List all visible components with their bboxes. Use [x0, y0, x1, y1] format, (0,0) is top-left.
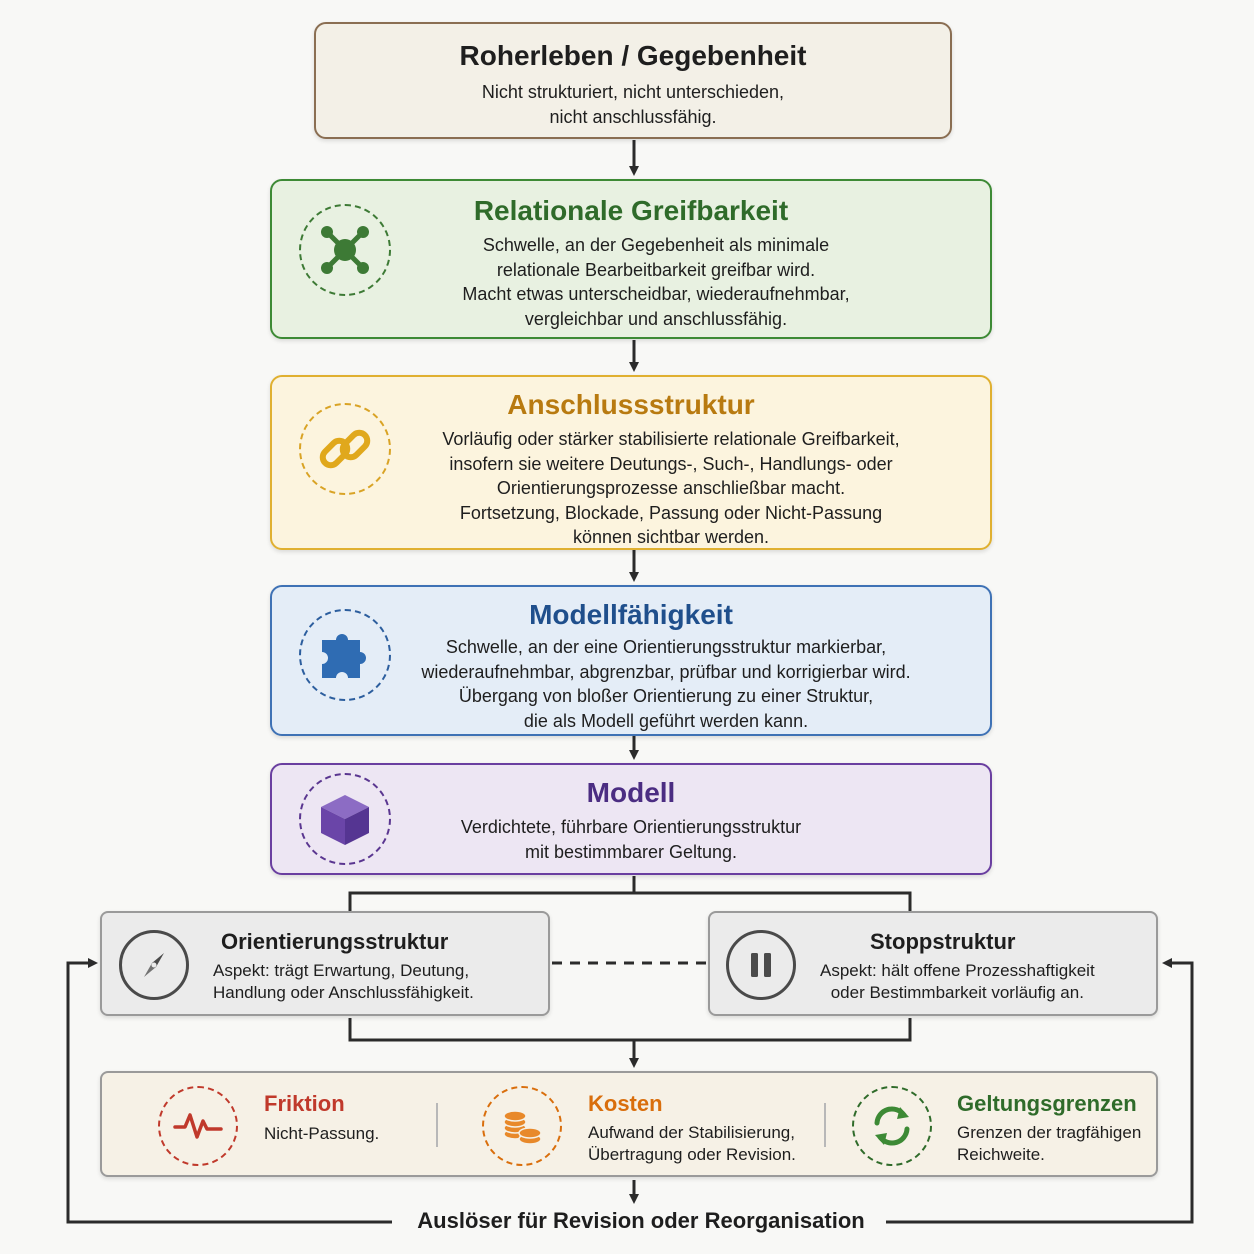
stop-line: Aspekt: hält offene Prozesshaftigkeit: [820, 961, 1095, 980]
model-text: Verdichtete, führbare Orientierungsstruk…: [272, 815, 990, 864]
network-nodes-icon: [321, 226, 369, 274]
limits-divider: [824, 1103, 826, 1147]
validity-line: Grenzen der tragfähigen: [957, 1123, 1142, 1142]
model-capability-text: Schwelle, an der eine Orientierungsstruk…: [382, 635, 950, 733]
model-capability-title: Modellfähigkeit: [529, 599, 733, 630]
model-line: Verdichtete, führbare Orientierungsstruk…: [460, 817, 802, 837]
orientation-line: Aspekt: trägt Erwartung, Deutung,: [213, 961, 470, 980]
costs-line: Übertragung oder Revision.: [588, 1145, 796, 1164]
orientation-structure-title: Orientierungsstruktur: [221, 929, 449, 954]
raw-experience-box: Roherleben / Gegebenheit Nicht strukturi…: [314, 22, 952, 139]
relational-line: vergleichbar und anschlussfähig.: [524, 308, 788, 329]
costs-line: Aufwand der Stabilisierung,: [588, 1123, 795, 1142]
raw-experience-line: Nicht strukturiert, nicht unterschieden,: [481, 82, 785, 102]
costs-text: Aufwand der Stabilisierung, Übertragung …: [588, 1122, 796, 1166]
costs-icon-frame: [482, 1086, 562, 1166]
model-box: Modell Verdichtete, führbare Orientierun…: [270, 763, 992, 875]
friction-text: Nicht-Passung.: [264, 1124, 380, 1143]
stop-structure-text: Aspekt: hält offene Prozesshaftigkeit od…: [820, 960, 1095, 1004]
compass-icon-frame: [119, 930, 189, 1000]
heartbeat-icon: [173, 1113, 223, 1139]
stop-structure-box: Stoppstruktur Aspekt: hält offene Prozes…: [708, 911, 1158, 1016]
raw-experience-text: Nicht strukturiert, nicht unterschieden,…: [316, 80, 950, 129]
model-title: Modell: [586, 777, 676, 808]
connection-line: Orientierungsprozesse anschließbar macht…: [496, 478, 846, 498]
connection-line: Fortsetzung, Blockade, Passung oder Nich…: [459, 502, 883, 523]
chain-link-icon: [319, 429, 371, 469]
connection-title: Anschlussstruktur: [507, 389, 755, 420]
connection-line: insofern sie weitere Deutungs-, Such-, H…: [449, 453, 893, 474]
refresh-cycle-icon: [874, 1106, 910, 1146]
connection-line: Vorläufig oder stärker stabilisierte rel…: [442, 429, 900, 449]
model-capability-line: Übergang von bloßer Orientierung zu eine…: [458, 686, 874, 706]
pause-icon-frame: [726, 930, 796, 1000]
raw-experience-title: Roherleben / Gegebenheit: [459, 40, 807, 71]
coins-icon: [503, 1110, 542, 1145]
relational-line: relationale Bearbeitbarkeit greifbar wir…: [496, 259, 816, 280]
validity-title: Geltungsgrenzen: [957, 1091, 1137, 1116]
orientation-structure-text: Aspekt: trägt Erwartung, Deutung, Handlu…: [213, 960, 474, 1004]
connection-structure-box: Anschlussstruktur Vorläufig oder stärker…: [270, 375, 992, 550]
pause-icon: [751, 953, 771, 977]
connection-icon-frame: [299, 403, 391, 495]
relational-text: Schwelle, an der Gegebenheit als minimal…: [372, 233, 940, 331]
puzzle-piece-icon: [322, 634, 366, 678]
limits-box: Friktion Nicht-Passung. Kosten Aufwand d…: [100, 1071, 1158, 1177]
orientation-structure-box: Orientierungsstruktur Aspekt: trägt Erwa…: [100, 911, 550, 1016]
connection-text: Vorläufig oder stärker stabilisierte rel…: [372, 427, 970, 550]
friction-icon-frame: [158, 1086, 238, 1166]
model-capability-icon-frame: [299, 609, 391, 701]
model-line: mit bestimmbarer Geltung.: [524, 841, 738, 862]
model-capability-line: Schwelle, an der eine Orientierungsstruk…: [445, 637, 887, 657]
feedback-loop-label: Auslöser für Revision oder Reorganisatio…: [396, 1208, 886, 1234]
relational-line: Macht etwas unterscheidbar, wiederaufneh…: [462, 284, 850, 304]
relational-graspability-box: Relationale Greifbarkeit Schwelle, an de…: [270, 179, 992, 339]
stop-structure-title: Stoppstruktur: [870, 929, 1016, 954]
model-icon-frame: [299, 773, 391, 865]
model-capability-box: Modellfähigkeit Schwelle, an der eine Or…: [270, 585, 992, 736]
compass-icon: [144, 953, 164, 977]
raw-experience-line: nicht anschlussfähig.: [549, 106, 717, 127]
model-capability-line: die als Modell geführt werden kann.: [523, 710, 809, 731]
validity-text: Grenzen der tragfähigen Reichweite.: [957, 1122, 1141, 1166]
relational-title: Relationale Greifbarkeit: [473, 195, 789, 226]
friction-title: Friktion: [264, 1091, 345, 1116]
model-capability-line: wiederaufnehmbar, abgrenzbar, prüfbar un…: [421, 661, 911, 682]
limits-divider: [436, 1103, 438, 1147]
relational-line: Schwelle, an der Gegebenheit als minimal…: [482, 235, 830, 255]
stop-line: oder Bestimmbarkeit vorläufig an.: [830, 983, 1084, 1002]
relational-icon-frame: [299, 204, 391, 296]
cube-icon: [321, 795, 369, 845]
connection-line: können sichtbar werden.: [572, 527, 770, 547]
costs-title: Kosten: [588, 1091, 663, 1116]
validity-line: Reichweite.: [957, 1145, 1045, 1164]
orientation-line: Handlung oder Anschlussfähigkeit.: [213, 983, 474, 1002]
validity-icon-frame: [852, 1086, 932, 1166]
